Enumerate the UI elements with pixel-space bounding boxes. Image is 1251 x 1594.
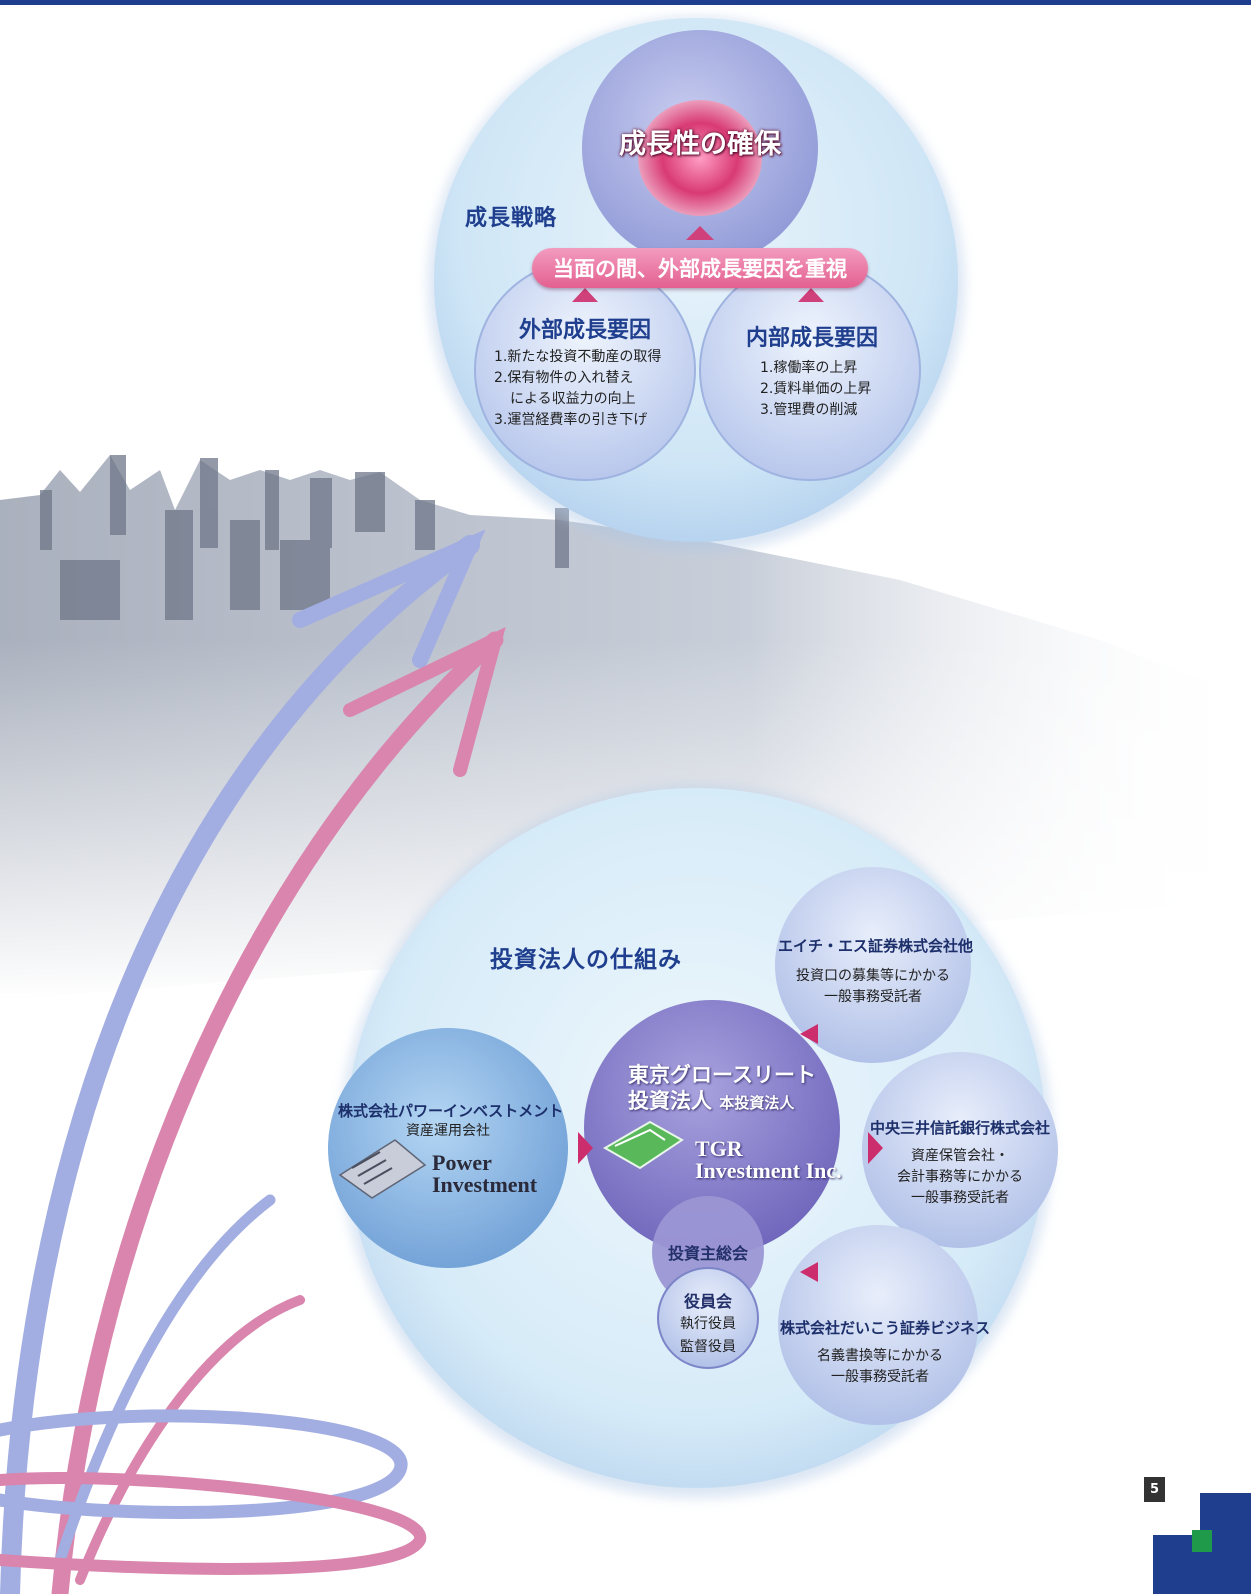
underwriter-node	[775, 867, 971, 1063]
internal-item: 1.稼働率の上昇	[760, 360, 858, 376]
tgr-logo-text: TGR Investment Inc.	[695, 1138, 842, 1182]
board-line: 執行役員	[680, 1316, 736, 1332]
internal-factor-title: 内部成長要因	[745, 326, 878, 351]
logo-line: Investment	[432, 1172, 538, 1197]
custodian-name: 中央三井信託銀行株式会社	[869, 1119, 1050, 1137]
power-investment-logo-text: Power Investment	[432, 1152, 537, 1196]
underwriter-name: エイチ・エス証券株式会社他	[778, 937, 974, 955]
custodian-node	[862, 1052, 1058, 1248]
external-item: 2.保有物件の入れ替え	[494, 370, 634, 386]
external-item: 3.運営経費率の引き下げ	[494, 412, 648, 428]
transfer-agent-node	[778, 1225, 978, 1425]
strategy-banner: 当面の間、外部成長要因を重視	[532, 248, 868, 288]
structure-title: 投資法人の仕組み	[490, 947, 682, 973]
asset-manager-name: 株式会社パワーインベストメント	[338, 1102, 564, 1120]
page-number: 5	[1144, 1477, 1165, 1502]
structure-arrowheads	[578, 1024, 883, 1282]
custodian-line: 会計事務等にかかる	[897, 1169, 1023, 1185]
general-meeting-label: 投資主総会	[667, 1244, 748, 1263]
fund-role: 本投資法人	[719, 1094, 795, 1112]
logo-line: Investment Inc.	[695, 1158, 842, 1183]
board-line: 監督役員	[680, 1339, 736, 1355]
transfer-agent-line: 名義書換等にかかる	[817, 1348, 943, 1364]
strategy-arrowheads	[572, 226, 824, 302]
power-investment-logo-icon	[338, 1139, 427, 1199]
transfer-agent-name: 株式会社だいこう証券ビジネス	[780, 1319, 991, 1337]
custodian-line: 一般事務受託者	[911, 1190, 1009, 1206]
internal-item: 3.管理費の削減	[760, 402, 858, 418]
transfer-agent-line: 一般事務受託者	[831, 1369, 929, 1385]
external-factor-title: 外部成長要因	[518, 318, 651, 343]
logo-line: TGR	[695, 1136, 743, 1161]
external-item: 1.新たな投資不動産の取得	[494, 349, 662, 365]
external-item: による収益力の向上	[510, 391, 636, 407]
underwriter-text: エイチ・エス証券株式会社他 投資口の募集等にかかる 一般事務受託者	[778, 935, 974, 1008]
tgr-logo-icon	[602, 1120, 684, 1170]
underwriter-line: 投資口の募集等にかかる	[796, 968, 950, 984]
strategy-title: 成長戦略	[465, 206, 558, 231]
swoosh-arrows	[0, 529, 506, 1594]
fund-name-text: 投資法人	[628, 1089, 712, 1113]
internal-factor-list: 1.稼働率の上昇 2.賃料単価の上昇 3.管理費の削減	[760, 358, 871, 421]
asset-manager-role: 資産運用会社	[406, 1123, 490, 1139]
board-label: 役員会 執行役員 監督役員	[660, 1290, 756, 1359]
internal-item: 2.賃料単価の上昇	[760, 381, 872, 397]
fund-node	[584, 1000, 840, 1256]
board-node	[657, 1267, 759, 1369]
external-factor-list: 1.新たな投資不動産の取得 2.保有物件の入れ替え による収益力の向上 3.運営…	[494, 347, 661, 431]
asset-manager-node	[328, 1028, 568, 1268]
custodian-text: 中央三井信託銀行株式会社 資産保管会社・ 会計事務等にかかる 一般事務受託者	[865, 1117, 1055, 1209]
fund-name-line: 投資法人 本投資法人	[628, 1088, 816, 1116]
logo-line: Power	[432, 1150, 492, 1175]
goal-label: 成長性の確保	[619, 129, 781, 160]
corner-block	[1153, 1493, 1251, 1594]
fund-name: 東京グロースリート 投資法人 本投資法人	[628, 1062, 816, 1116]
goal-sphere	[638, 100, 762, 216]
custodian-line: 資産保管会社・	[911, 1148, 1009, 1164]
top-border	[0, 0, 1251, 5]
underwriter-line: 一般事務受託者	[824, 989, 922, 1005]
fund-name-line: 東京グロースリート	[628, 1063, 816, 1087]
transfer-agent-text: 株式会社だいこう証券ビジネス 名義書換等にかかる 一般事務受託者	[780, 1317, 991, 1388]
board-title: 役員会	[683, 1292, 732, 1311]
